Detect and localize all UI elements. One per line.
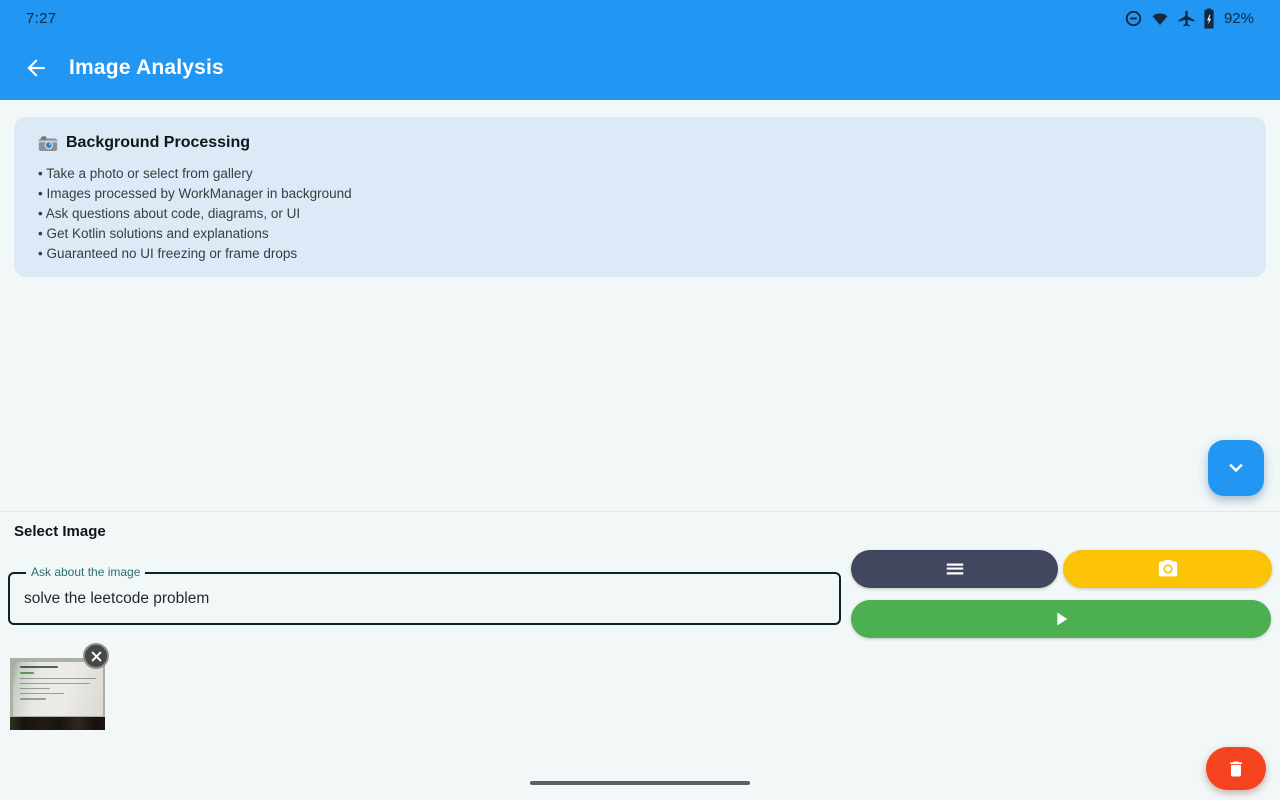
- camera-icon: [1157, 558, 1179, 580]
- camera-emoji-icon: [38, 135, 58, 152]
- thumbnail-photo: [13, 662, 103, 716]
- analyze-run-button[interactable]: [851, 600, 1271, 638]
- card-bullet: Ask questions about code, diagrams, or U…: [38, 204, 1244, 224]
- question-input[interactable]: [10, 574, 839, 623]
- back-button[interactable]: [16, 48, 56, 88]
- clock: 7:27: [26, 9, 57, 27]
- scroll-down-fab[interactable]: [1208, 440, 1264, 496]
- card-bullet: Get Kotlin solutions and explanations: [38, 224, 1244, 244]
- thumbnail-photo-dark-band: [10, 717, 105, 730]
- gallery-menu-button[interactable]: [851, 550, 1058, 588]
- gesture-navigation-bar[interactable]: [530, 781, 750, 785]
- camera-button[interactable]: [1063, 550, 1272, 588]
- card-bullet: Take a photo or select from gallery: [38, 164, 1244, 184]
- data-saver-icon: [1124, 9, 1143, 28]
- menu-icon: [944, 558, 966, 580]
- airplane-mode-icon: [1177, 9, 1196, 28]
- card-bullet: Guaranteed no UI freezing or frame drops: [38, 244, 1244, 264]
- page-title: Image Analysis: [69, 56, 224, 79]
- card-bullet-list: Take a photo or select from gallery Imag…: [38, 164, 1244, 264]
- question-field[interactable]: Ask about the image: [8, 565, 841, 625]
- image-thumbnail[interactable]: [10, 658, 105, 730]
- background-processing-card: Background Processing Take a photo or se…: [14, 117, 1266, 277]
- delete-fab[interactable]: [1206, 747, 1266, 790]
- card-bullet: Images processed by WorkManager in backg…: [38, 184, 1244, 204]
- question-field-label: Ask about the image: [26, 565, 146, 579]
- chevron-down-icon: [1223, 455, 1249, 481]
- arrow-back-icon: [23, 55, 49, 81]
- play-icon: [1050, 608, 1072, 630]
- battery-charging-icon: [1203, 7, 1215, 29]
- remove-image-button[interactable]: [83, 643, 109, 669]
- battery-percent: 92%: [1223, 9, 1254, 27]
- section-divider: [0, 511, 1280, 512]
- close-x-icon: [90, 650, 103, 663]
- trash-icon: [1226, 759, 1246, 779]
- status-bar: 7:27 92%: [0, 0, 1280, 36]
- wifi-icon: [1150, 9, 1170, 28]
- app-bar: Image Analysis: [0, 36, 1280, 100]
- section-title: Select Image: [14, 523, 106, 540]
- status-icons: 92%: [1124, 7, 1254, 29]
- card-title: Background Processing: [66, 134, 251, 151]
